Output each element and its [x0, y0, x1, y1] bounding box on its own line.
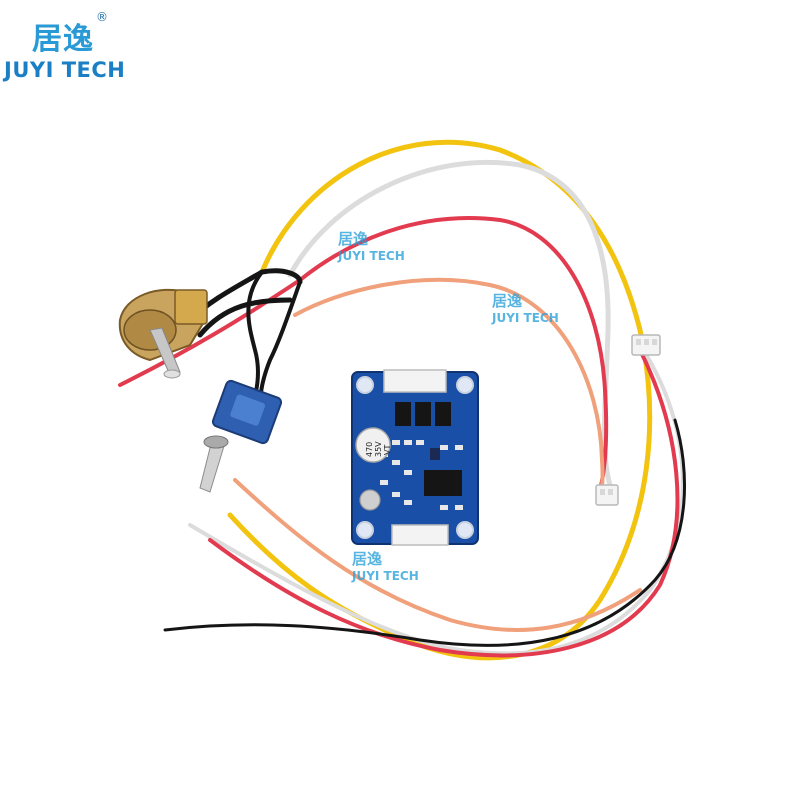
motor-driver-board — [351, 369, 479, 546]
wire-yellow — [227, 139, 653, 661]
toggle-switch — [199, 379, 283, 493]
brand-logo-en: JUYI TECH — [4, 58, 126, 82]
wire-red — [118, 216, 609, 492]
wire-white-2 — [188, 343, 685, 656]
potentiometer — [118, 288, 208, 379]
registered-mark: ® — [96, 10, 108, 24]
wire-black — [163, 418, 686, 647]
watermark-1-en: JUYI TECH — [338, 249, 405, 263]
brand-logo-cn: 居逸 — [32, 22, 94, 57]
watermark-1-cn: 居逸 — [338, 230, 369, 248]
watermark-3-en: JUYI TECH — [352, 569, 419, 583]
wire-orange — [293, 277, 605, 502]
white-connector-right — [631, 334, 661, 356]
wire-orange-2 — [233, 478, 642, 632]
wire-black-pot — [187, 268, 303, 323]
white-connector-small — [595, 484, 619, 506]
watermark-3: 居逸 JUYI TECH — [352, 548, 419, 583]
watermark-1: 居逸 JUYI TECH — [338, 228, 405, 263]
wire-red-2 — [208, 348, 680, 658]
watermark-2-cn: 居逸 — [492, 292, 523, 310]
watermark-2-en: JUYI TECH — [492, 311, 559, 325]
watermark-3-cn: 居逸 — [352, 550, 383, 568]
capacitor-label-1: 470 — [365, 442, 374, 457]
watermark-2: 居逸 JUYI TECH — [492, 290, 559, 325]
capacitor-label-2: 35V — [374, 441, 383, 457]
brand-logo: 居逸 ® JUYI TECH — [0, 0, 130, 90]
wire-black-pot-2 — [197, 297, 293, 338]
capacitor-label-3: VT — [383, 445, 392, 455]
